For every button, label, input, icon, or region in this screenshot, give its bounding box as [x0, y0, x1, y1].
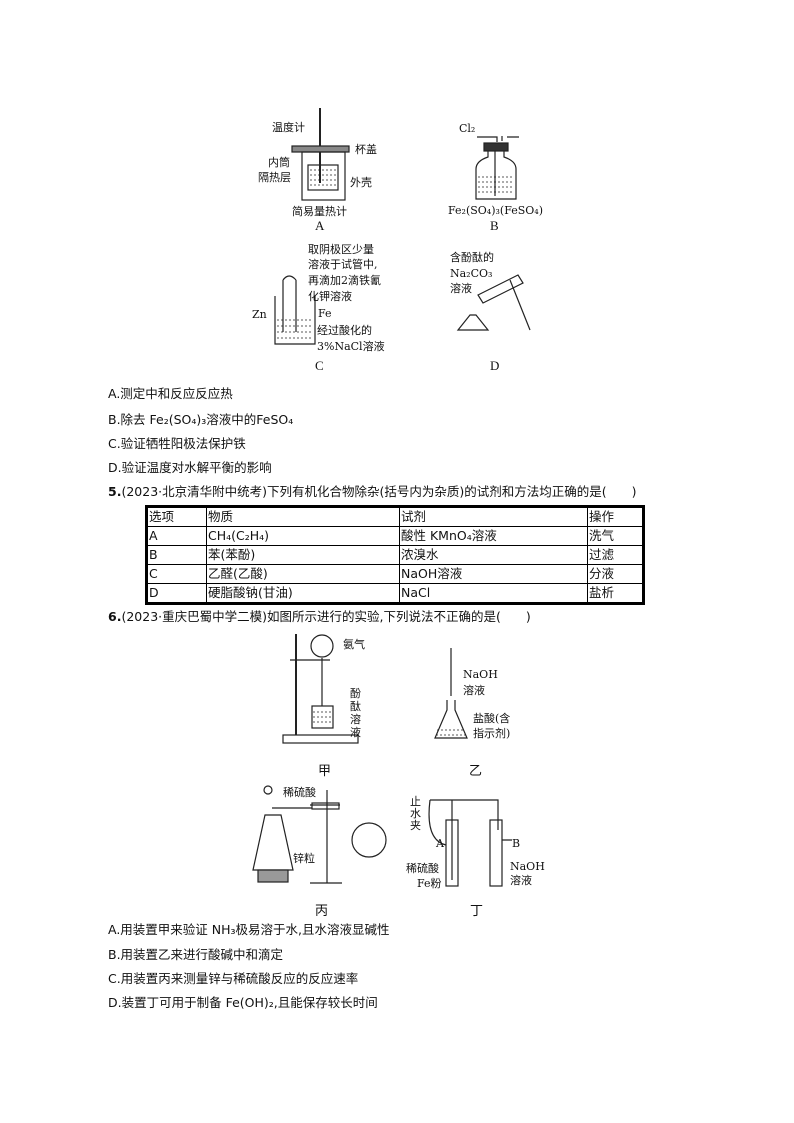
label-phenolphthalein: 液	[350, 726, 361, 739]
cell: C	[146, 564, 207, 584]
caption-ding: 丁	[470, 903, 484, 918]
label-naoh: NaOH	[463, 668, 498, 681]
label-fe-powder: Fe粉	[417, 877, 442, 890]
label-ammonia: 氨气	[343, 638, 365, 651]
cell: 酸性 KMnO₄溶液	[399, 526, 588, 546]
fountain-apparatus	[282, 634, 359, 744]
cell: B	[146, 545, 207, 565]
note-line: 化钾溶液	[308, 290, 352, 303]
header-cell: 选项	[146, 506, 207, 527]
label-zn: Zn	[252, 308, 267, 321]
q4-option-c: C.验证牺牲阳极法保护铁	[108, 436, 246, 451]
calorimeter-drawing	[291, 108, 350, 201]
label-solution-c: 经过酸化的	[317, 324, 372, 337]
caption-d: D	[490, 358, 500, 373]
question-text: (2023·北京清华附中统考)下列有机化合物除杂(括号内为杂质)的试剂和方法均正…	[121, 484, 637, 499]
label-solution-b: Fe₂(SO₄)₃(FeSO₄)	[448, 204, 543, 217]
caption-bing: 丙	[315, 903, 329, 918]
label-fe: Fe	[318, 307, 332, 320]
label-thermometer: 温度计	[272, 121, 305, 134]
label-clamp: 夹	[410, 819, 421, 832]
caption-c: C	[315, 358, 324, 373]
label-hcl: 盐酸(含	[473, 712, 511, 725]
label-cl2: Cl₂	[459, 122, 476, 135]
gas-washing-bottle	[475, 136, 519, 200]
cell: A	[146, 526, 207, 546]
q6-option-c: C.用装置丙来测量锌与稀硫酸反应的反应速率	[108, 971, 359, 986]
label-naoh: NaOH	[510, 860, 545, 873]
q6-stem: 6.(2023·重庆巴蜀中学二模)如图所示进行的实验,下列说法不正确的是( )	[108, 609, 531, 625]
electrolysis-beaker	[274, 275, 316, 345]
cell: 硬脂酸钠(甘油)	[206, 583, 400, 604]
label-b: B	[512, 837, 521, 850]
q5-stem: 5.(2023·北京清华附中统考)下列有机化合物除杂(括号内为杂质)的试剂和方法…	[108, 484, 637, 500]
label-phenolphthalein: 酚	[350, 687, 361, 700]
header-cell: 试剂	[399, 506, 588, 527]
label-zinc: 锌粒	[293, 852, 315, 865]
question-number: 5.	[108, 484, 122, 499]
label-phenolphthalein: 酞	[350, 700, 361, 713]
label-d: Na₂CO₃	[450, 267, 493, 280]
label-solution-c: 3%NaCl溶液	[317, 340, 385, 353]
label-insulation: 隔热层	[258, 171, 291, 184]
q6-option-a: A.用装置甲来验证 NH₃极易溶于水,且水溶液显碱性	[108, 922, 390, 937]
label-naoh: 溶液	[510, 874, 532, 887]
label-inner-cylinder: 内筒	[268, 156, 290, 169]
label-cup-lid: 杯盖	[355, 143, 377, 156]
cell: 盐析	[587, 583, 644, 604]
header-cell: 操作	[587, 506, 644, 527]
cell: D	[146, 583, 207, 604]
label-clamp: 水	[410, 807, 421, 820]
note-line: 再滴加2滴铁氰	[308, 274, 381, 287]
q4-option-a: A.测定中和反应反应热	[108, 386, 233, 401]
cell: NaOH溶液	[399, 564, 588, 584]
cell: NaCl	[399, 583, 588, 604]
label-dilute-h2so4: 稀硫酸	[406, 862, 439, 875]
note-line: 取阴极区少量	[308, 243, 374, 256]
cell: 苯(苯酚)	[206, 545, 400, 565]
table-header-row: 选项 物质 试剂 操作	[146, 506, 644, 527]
header-cell: 物质	[206, 506, 400, 527]
heating-test-tube	[456, 274, 531, 331]
note-line: 溶液于试管中,	[308, 258, 378, 271]
label-d: 含酚酞的	[450, 251, 494, 264]
label-clamp: 止	[410, 795, 421, 808]
caption-a: A	[315, 218, 325, 233]
titration-apparatus	[434, 648, 468, 739]
caption-jia: 甲	[318, 763, 332, 778]
label-phenolphthalein: 溶	[350, 713, 361, 726]
caption-b: B	[490, 218, 499, 233]
q6-option-b: B.用装置乙来进行酸碱中和滴定	[108, 947, 284, 962]
cell: CH₄(C₂H₄)	[206, 526, 400, 546]
cell: 过滤	[587, 545, 644, 565]
q4-option-b: B.除去 Fe₂(SO₄)₃溶液中的FeSO₄	[108, 412, 294, 427]
label-a: A	[436, 837, 444, 850]
reaction-rate-apparatus	[252, 785, 387, 884]
question-text: (2023·重庆巴蜀中学二模)如图所示进行的实验,下列说法不正确的是( )	[121, 609, 531, 624]
cell: 洗气	[587, 526, 644, 546]
label-calorimeter: 简易量热计	[292, 205, 347, 218]
label-d: 溶液	[450, 282, 472, 295]
label-naoh: 溶液	[463, 684, 485, 697]
cell: 浓溴水	[399, 545, 588, 565]
label-dilute-h2so4: 稀硫酸	[283, 786, 316, 799]
question-number: 6.	[108, 609, 122, 624]
ferrous-hydroxide-apparatus	[428, 799, 512, 887]
label-outer-shell: 外壳	[350, 176, 372, 189]
cell: 乙醛(乙酸)	[206, 564, 400, 584]
caption-yi: 乙	[469, 763, 483, 778]
cell: 分液	[587, 564, 644, 584]
q6-option-d: D.装置丁可用于制备 Fe(OH)₂,且能保存较长时间	[108, 995, 378, 1010]
q4-option-d: D.验证温度对水解平衡的影响	[108, 460, 272, 475]
label-hcl: 指示剂)	[473, 727, 511, 740]
